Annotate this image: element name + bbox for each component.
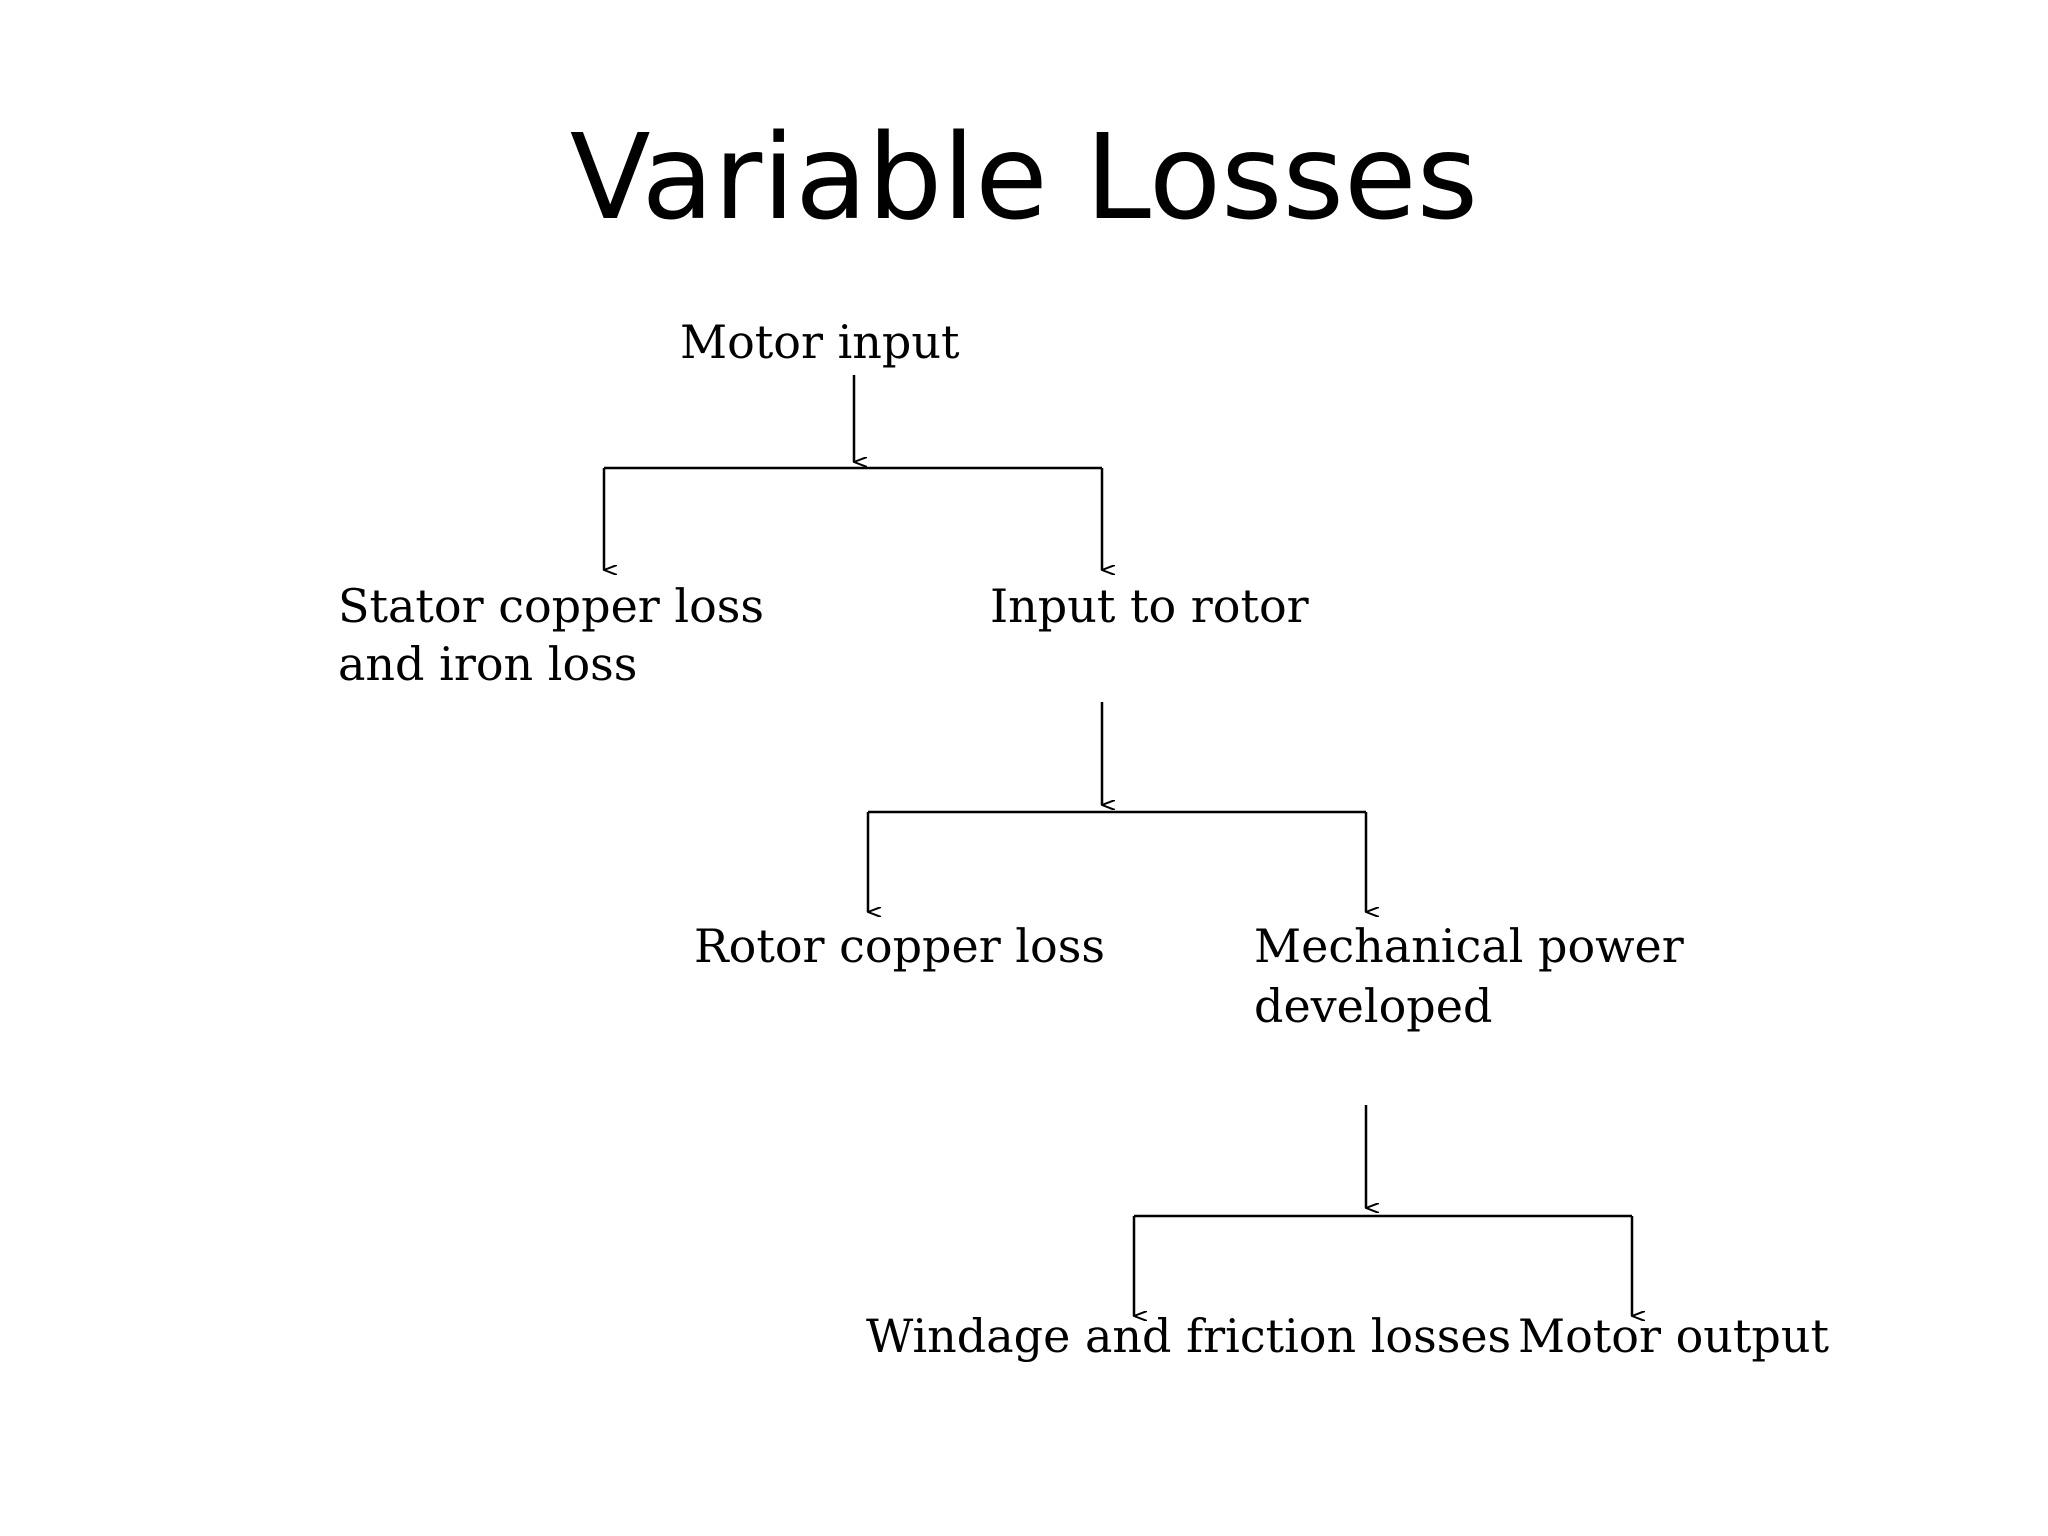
node-rotor-copper-loss: Rotor copper loss bbox=[694, 919, 1105, 973]
node-motor-output: Motor output bbox=[1518, 1309, 1829, 1363]
node-stator-loss: Stator copper loss and iron loss bbox=[338, 579, 779, 691]
connector-mechanical-power bbox=[1132, 1105, 1632, 1316]
slide-title: Variable Losses bbox=[569, 108, 1479, 246]
node-mechanical-power: Mechanical power developed bbox=[1254, 919, 1698, 1033]
connector-motor-input bbox=[602, 375, 1102, 570]
node-motor-input: Motor input bbox=[680, 315, 960, 369]
node-windage-friction: Windage and friction losses bbox=[866, 1309, 1511, 1363]
node-input-to-rotor: Input to rotor bbox=[990, 579, 1309, 633]
connector-input-to-rotor bbox=[866, 702, 1366, 912]
